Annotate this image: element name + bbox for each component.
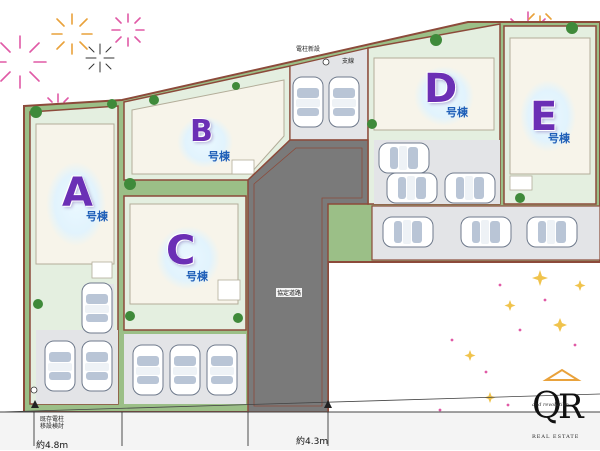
front-street [0, 393, 600, 450]
agreed-road [247, 139, 369, 413]
logo-tagline: and revolution [532, 402, 569, 408]
pole-icon [30, 58, 330, 394]
existing-pole-label-2: 移設検討 [40, 423, 65, 430]
svg-text:Q: Q [532, 386, 562, 427]
tree-decoration [30, 22, 578, 323]
new-pole-label: 電柱新設 [296, 46, 321, 53]
agreed-road-label: 協定道路 [276, 288, 303, 297]
building-glows [46, 66, 576, 290]
logo-name: REAL ESTATE [532, 434, 580, 440]
guy-wire-label: 支線 [342, 58, 355, 65]
company-logo: Q R and revolution [532, 368, 585, 427]
left-frontage-dimension: 約4.8m [36, 441, 69, 451]
svg-text:R: R [558, 387, 585, 427]
road-width-dimension: 約4.3m [296, 437, 329, 447]
existing-pole-label-1: 既存電柱 [40, 416, 65, 423]
